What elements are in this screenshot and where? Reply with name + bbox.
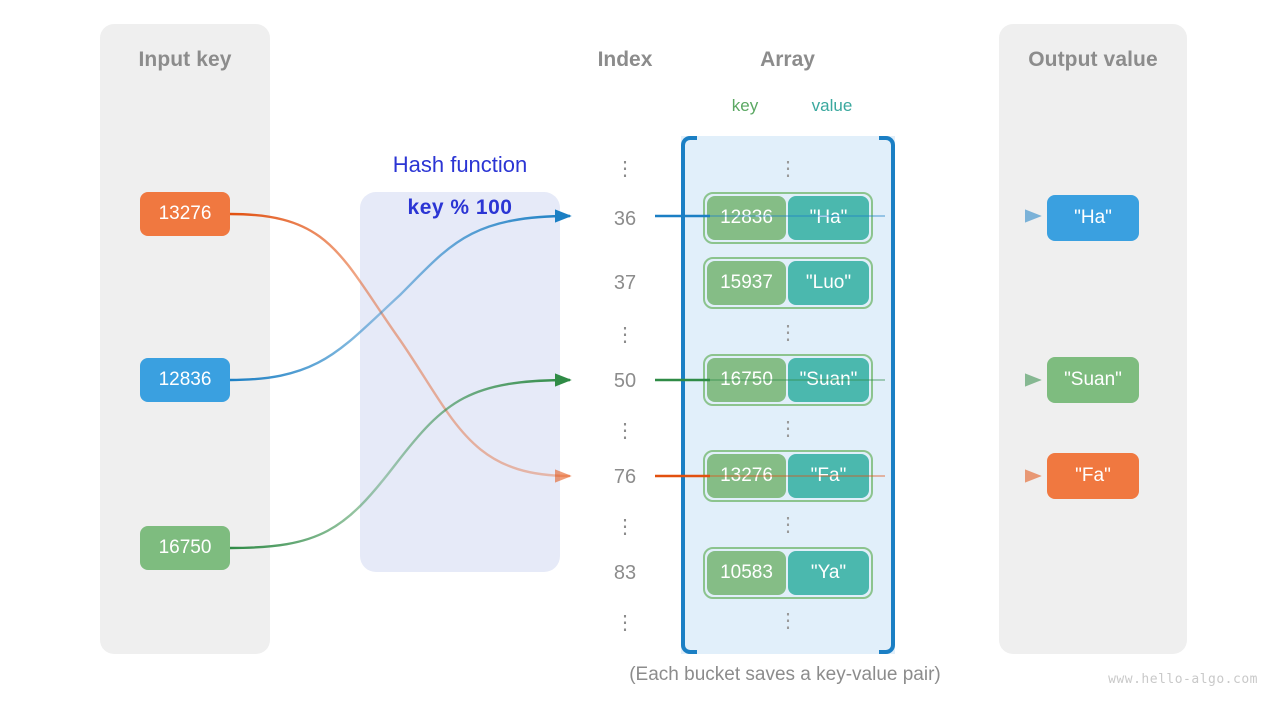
bucket-key: 10583 [707, 551, 787, 595]
wire-input-12836-to-index-36 [229, 209, 572, 382]
bucket-15937-Luo: 15937 "Luo" [703, 257, 873, 309]
wire-input-16750-to-index-50 [229, 373, 572, 550]
output-value-panel: Output value [999, 24, 1187, 654]
array-ellipsis-4: ⋮ [778, 514, 798, 536]
figure-caption: (Each bucket saves a key-value pair) [629, 664, 941, 685]
index-label-50: 50 [613, 370, 637, 392]
index-label-83: 83 [613, 562, 637, 584]
index-ellipsis-3: ⋮ [615, 420, 635, 442]
index-label-76: 76 [613, 466, 637, 488]
output-value-chip-Fa: "Fa" [1047, 453, 1139, 499]
bucket-key: 12836 [707, 196, 787, 240]
input-key-chip-16750: 16750 [140, 526, 230, 570]
value-subheading: value [811, 96, 853, 115]
index-ellipsis-bottom: ⋮ [615, 612, 635, 634]
bucket-value: "Ya" [788, 551, 869, 595]
site-watermark: www.hello-algo.com [1108, 672, 1258, 687]
index-ellipsis-4: ⋮ [615, 516, 635, 538]
input-key-chip-12836: 12836 [140, 358, 230, 402]
array-bracket-right [879, 136, 895, 654]
input-key-chip-13276: 13276 [140, 192, 230, 236]
bucket-value: "Luo" [788, 261, 869, 305]
bucket-key: 13276 [707, 454, 787, 498]
array-column-heading: Array [760, 48, 815, 71]
output-value-chip-Suan: "Suan" [1047, 357, 1139, 403]
index-label-37: 37 [613, 272, 637, 294]
index-column-heading: Index [597, 48, 653, 71]
hash-function-label: Hash function [392, 152, 528, 177]
bucket-value: "Fa" [788, 454, 869, 498]
key-subheading: key [731, 96, 759, 115]
index-label-36: 36 [613, 208, 637, 230]
index-ellipsis-2: ⋮ [615, 324, 635, 346]
input-panel-title: Input key [138, 48, 232, 71]
hash-function-expression: key % 100 [407, 196, 513, 219]
array-ellipsis-top: ⋮ [778, 158, 798, 180]
bucket-13276-Fa: 13276 "Fa" [703, 450, 873, 502]
array-ellipsis-bottom: ⋮ [778, 610, 798, 632]
bucket-key: 15937 [707, 261, 787, 305]
bucket-12836-Ha: 12836 "Ha" [703, 192, 873, 244]
array-ellipsis-3: ⋮ [778, 418, 798, 440]
output-value-chip-Ha: "Ha" [1047, 195, 1139, 241]
array-ellipsis-2: ⋮ [778, 322, 798, 344]
bucket-value: "Suan" [788, 358, 869, 402]
index-ellipsis-top: ⋮ [615, 158, 635, 180]
array-bracket-left [681, 136, 697, 654]
index-column: ⋮ 36 37 ⋮ 50 ⋮ 76 ⋮ 83 ⋮ [590, 130, 660, 650]
bucket-value: "Ha" [788, 196, 869, 240]
bucket-16750-Suan: 16750 "Suan" [703, 354, 873, 406]
output-panel-title: Output value [1028, 48, 1158, 71]
wire-input-13276-to-index-76 [229, 212, 572, 483]
bucket-key: 16750 [707, 358, 787, 402]
bucket-10583-Ya: 10583 "Ya" [703, 547, 873, 599]
